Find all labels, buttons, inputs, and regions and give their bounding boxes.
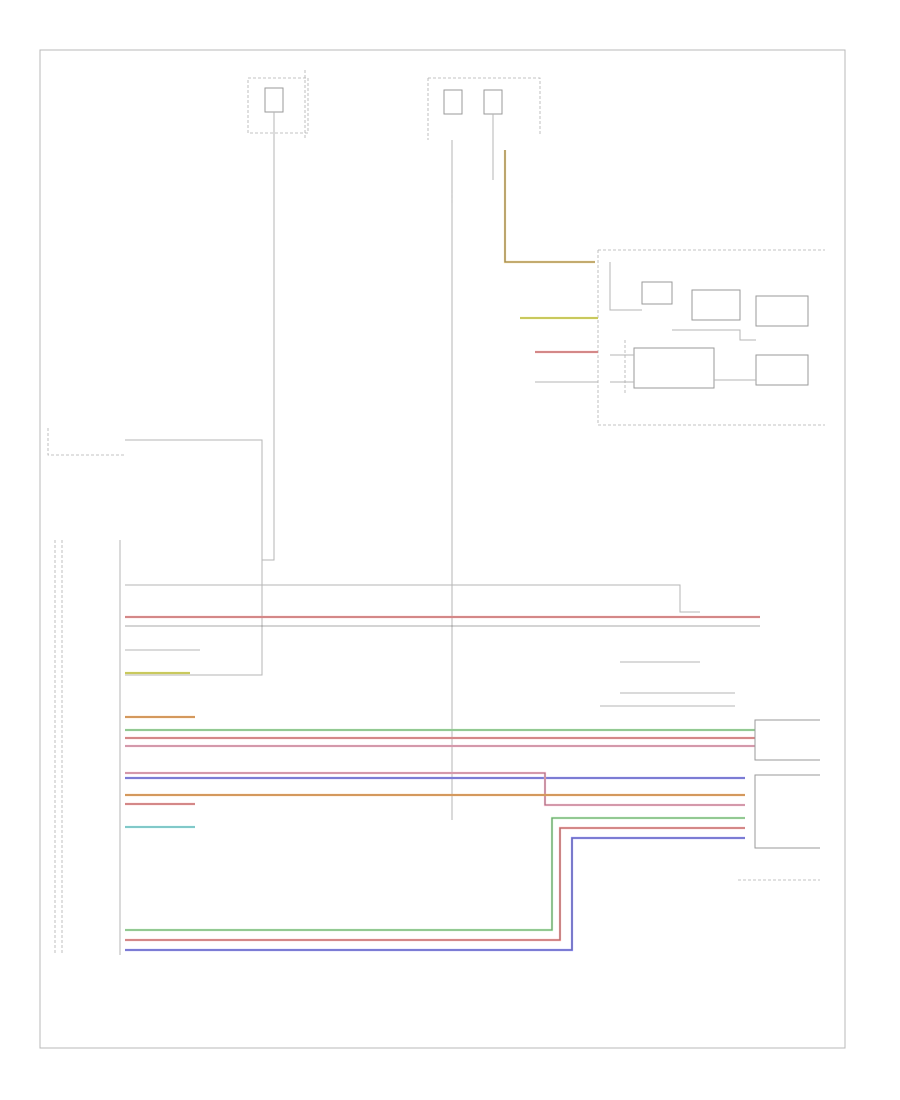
fuse-box-middle bbox=[427, 77, 541, 140]
wire-tan-top bbox=[503, 150, 595, 264]
diagram-frame bbox=[39, 49, 846, 1049]
wire-green-2 bbox=[125, 816, 745, 932]
fuse-box-left bbox=[247, 70, 309, 140]
supply-wire-1 bbox=[262, 130, 275, 561]
wire-red-5 bbox=[125, 826, 745, 942]
wire-pink-crossover bbox=[125, 771, 745, 807]
connector-top-left bbox=[47, 428, 263, 676]
main-module-left bbox=[54, 540, 121, 955]
wire-blue-2 bbox=[125, 836, 745, 952]
connector-right-mid bbox=[600, 661, 735, 707]
ecu-module-upper-right bbox=[597, 249, 825, 426]
steering-module bbox=[738, 719, 820, 881]
